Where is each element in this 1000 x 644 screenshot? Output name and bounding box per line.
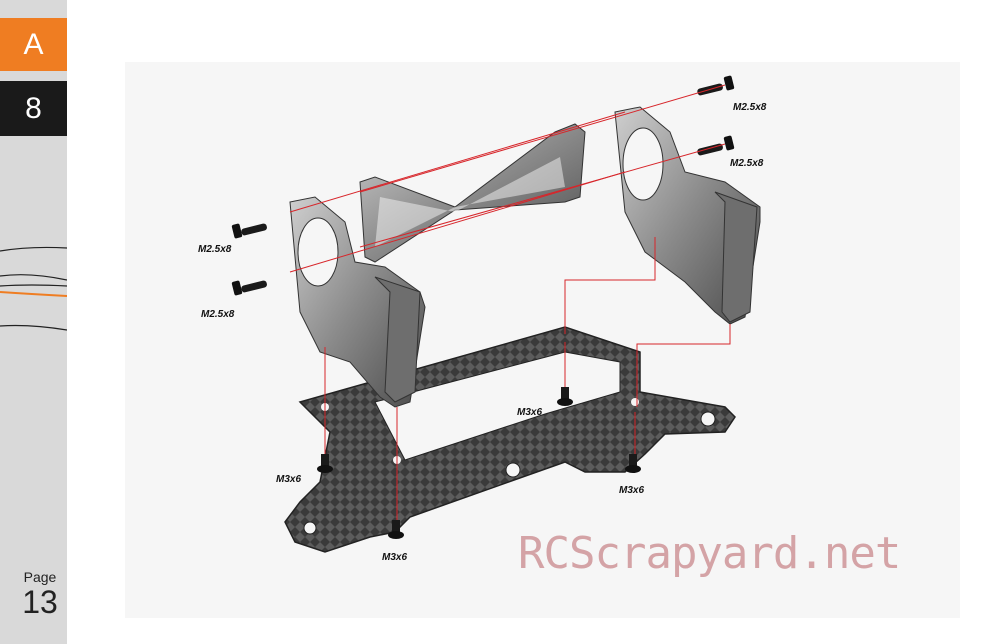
label-m3x6-right: M3x6: [619, 485, 645, 496]
page-number: 13: [22, 584, 58, 620]
watermark-text: RCScrapyard.net: [518, 528, 901, 579]
screw-m25x8-top-2: [697, 135, 735, 156]
assembly-diagram-panel: M2.5x8 M2.5x8 M2.5x8 M2.5x8 M3x6 M3x6 M3…: [125, 62, 960, 618]
label-m25x8-left-1: M2.5x8: [198, 244, 232, 255]
screw-m25x8-top-1: [697, 75, 735, 96]
assembly-guide-lines: [289, 84, 731, 520]
screw-m3x6-center: [557, 387, 573, 406]
screw-m25x8-left-2: [231, 280, 267, 296]
step-number-tab: 8: [0, 81, 67, 136]
label-m25x8-top-1: M2.5x8: [733, 102, 767, 113]
left-motor-mount: [289, 196, 426, 408]
page-label: Page: [23, 569, 57, 585]
label-m3x6-center: M3x6: [517, 407, 543, 418]
screw-m25x8-left-1: [231, 223, 267, 239]
sidebar: A 8 Page 13: [0, 0, 67, 644]
label-m3x6-bottom: M3x6: [382, 552, 408, 563]
screw-m3x6-right: [625, 454, 641, 473]
screw-m3x6-bottom: [388, 520, 404, 539]
label-m3x6-left: M3x6: [276, 474, 302, 485]
right-motor-mount: [614, 106, 761, 325]
aluminum-cross-brace: [359, 123, 586, 263]
screw-m3x6-left: [317, 454, 333, 473]
swoosh-graphic: [0, 246, 67, 331]
exploded-assembly-diagram: [231, 75, 761, 553]
section-letter-tab: A: [0, 18, 67, 71]
label-m25x8-top-2: M2.5x8: [730, 158, 764, 169]
label-m25x8-left-2: M2.5x8: [201, 309, 235, 320]
